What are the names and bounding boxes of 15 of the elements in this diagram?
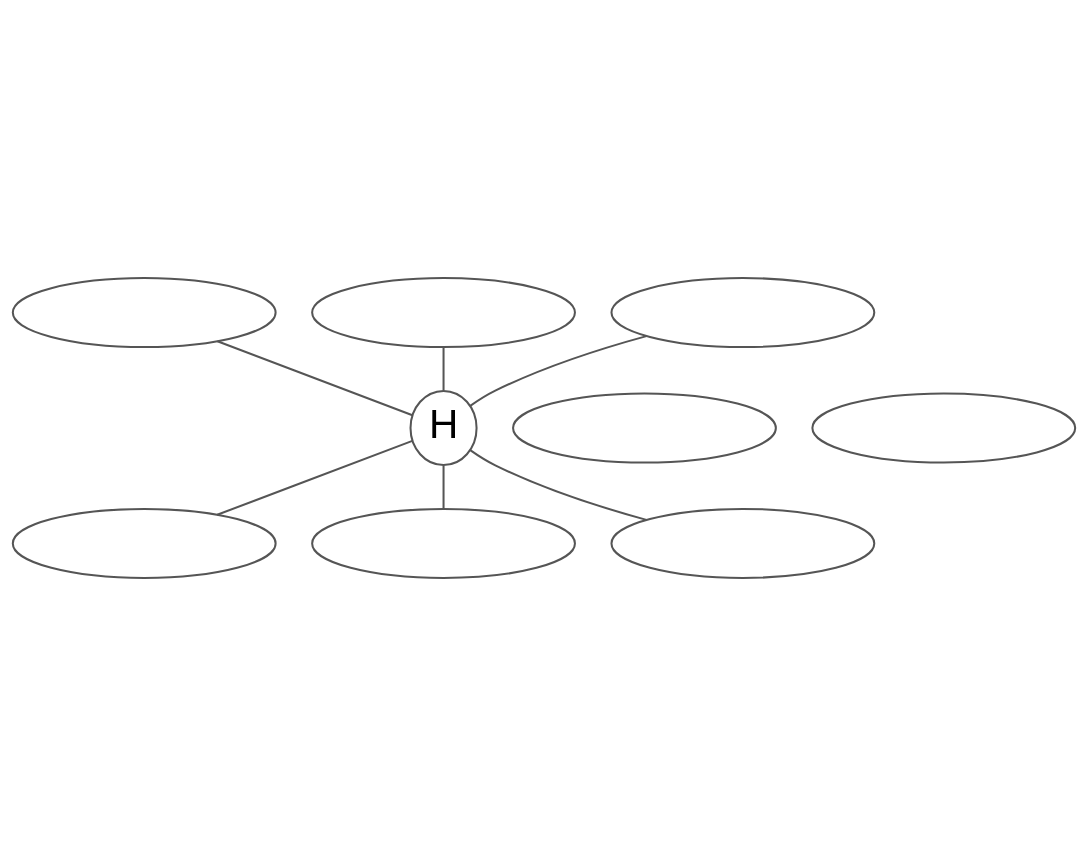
node-ellipse (11, 276, 277, 348)
connector (469, 448, 647, 521)
node-ellipse (610, 276, 876, 348)
node-ellipse (610, 507, 876, 579)
node-ellipse (11, 507, 277, 579)
node-ellipse: H (409, 389, 478, 466)
node-ellipse (811, 392, 1077, 463)
connector (216, 439, 413, 516)
connector (442, 465, 445, 509)
node-ellipse (512, 392, 777, 463)
connector (469, 334, 647, 407)
connector (217, 339, 413, 416)
connector (442, 346, 445, 390)
node-ellipse (311, 507, 576, 579)
node-ellipse (311, 276, 576, 348)
